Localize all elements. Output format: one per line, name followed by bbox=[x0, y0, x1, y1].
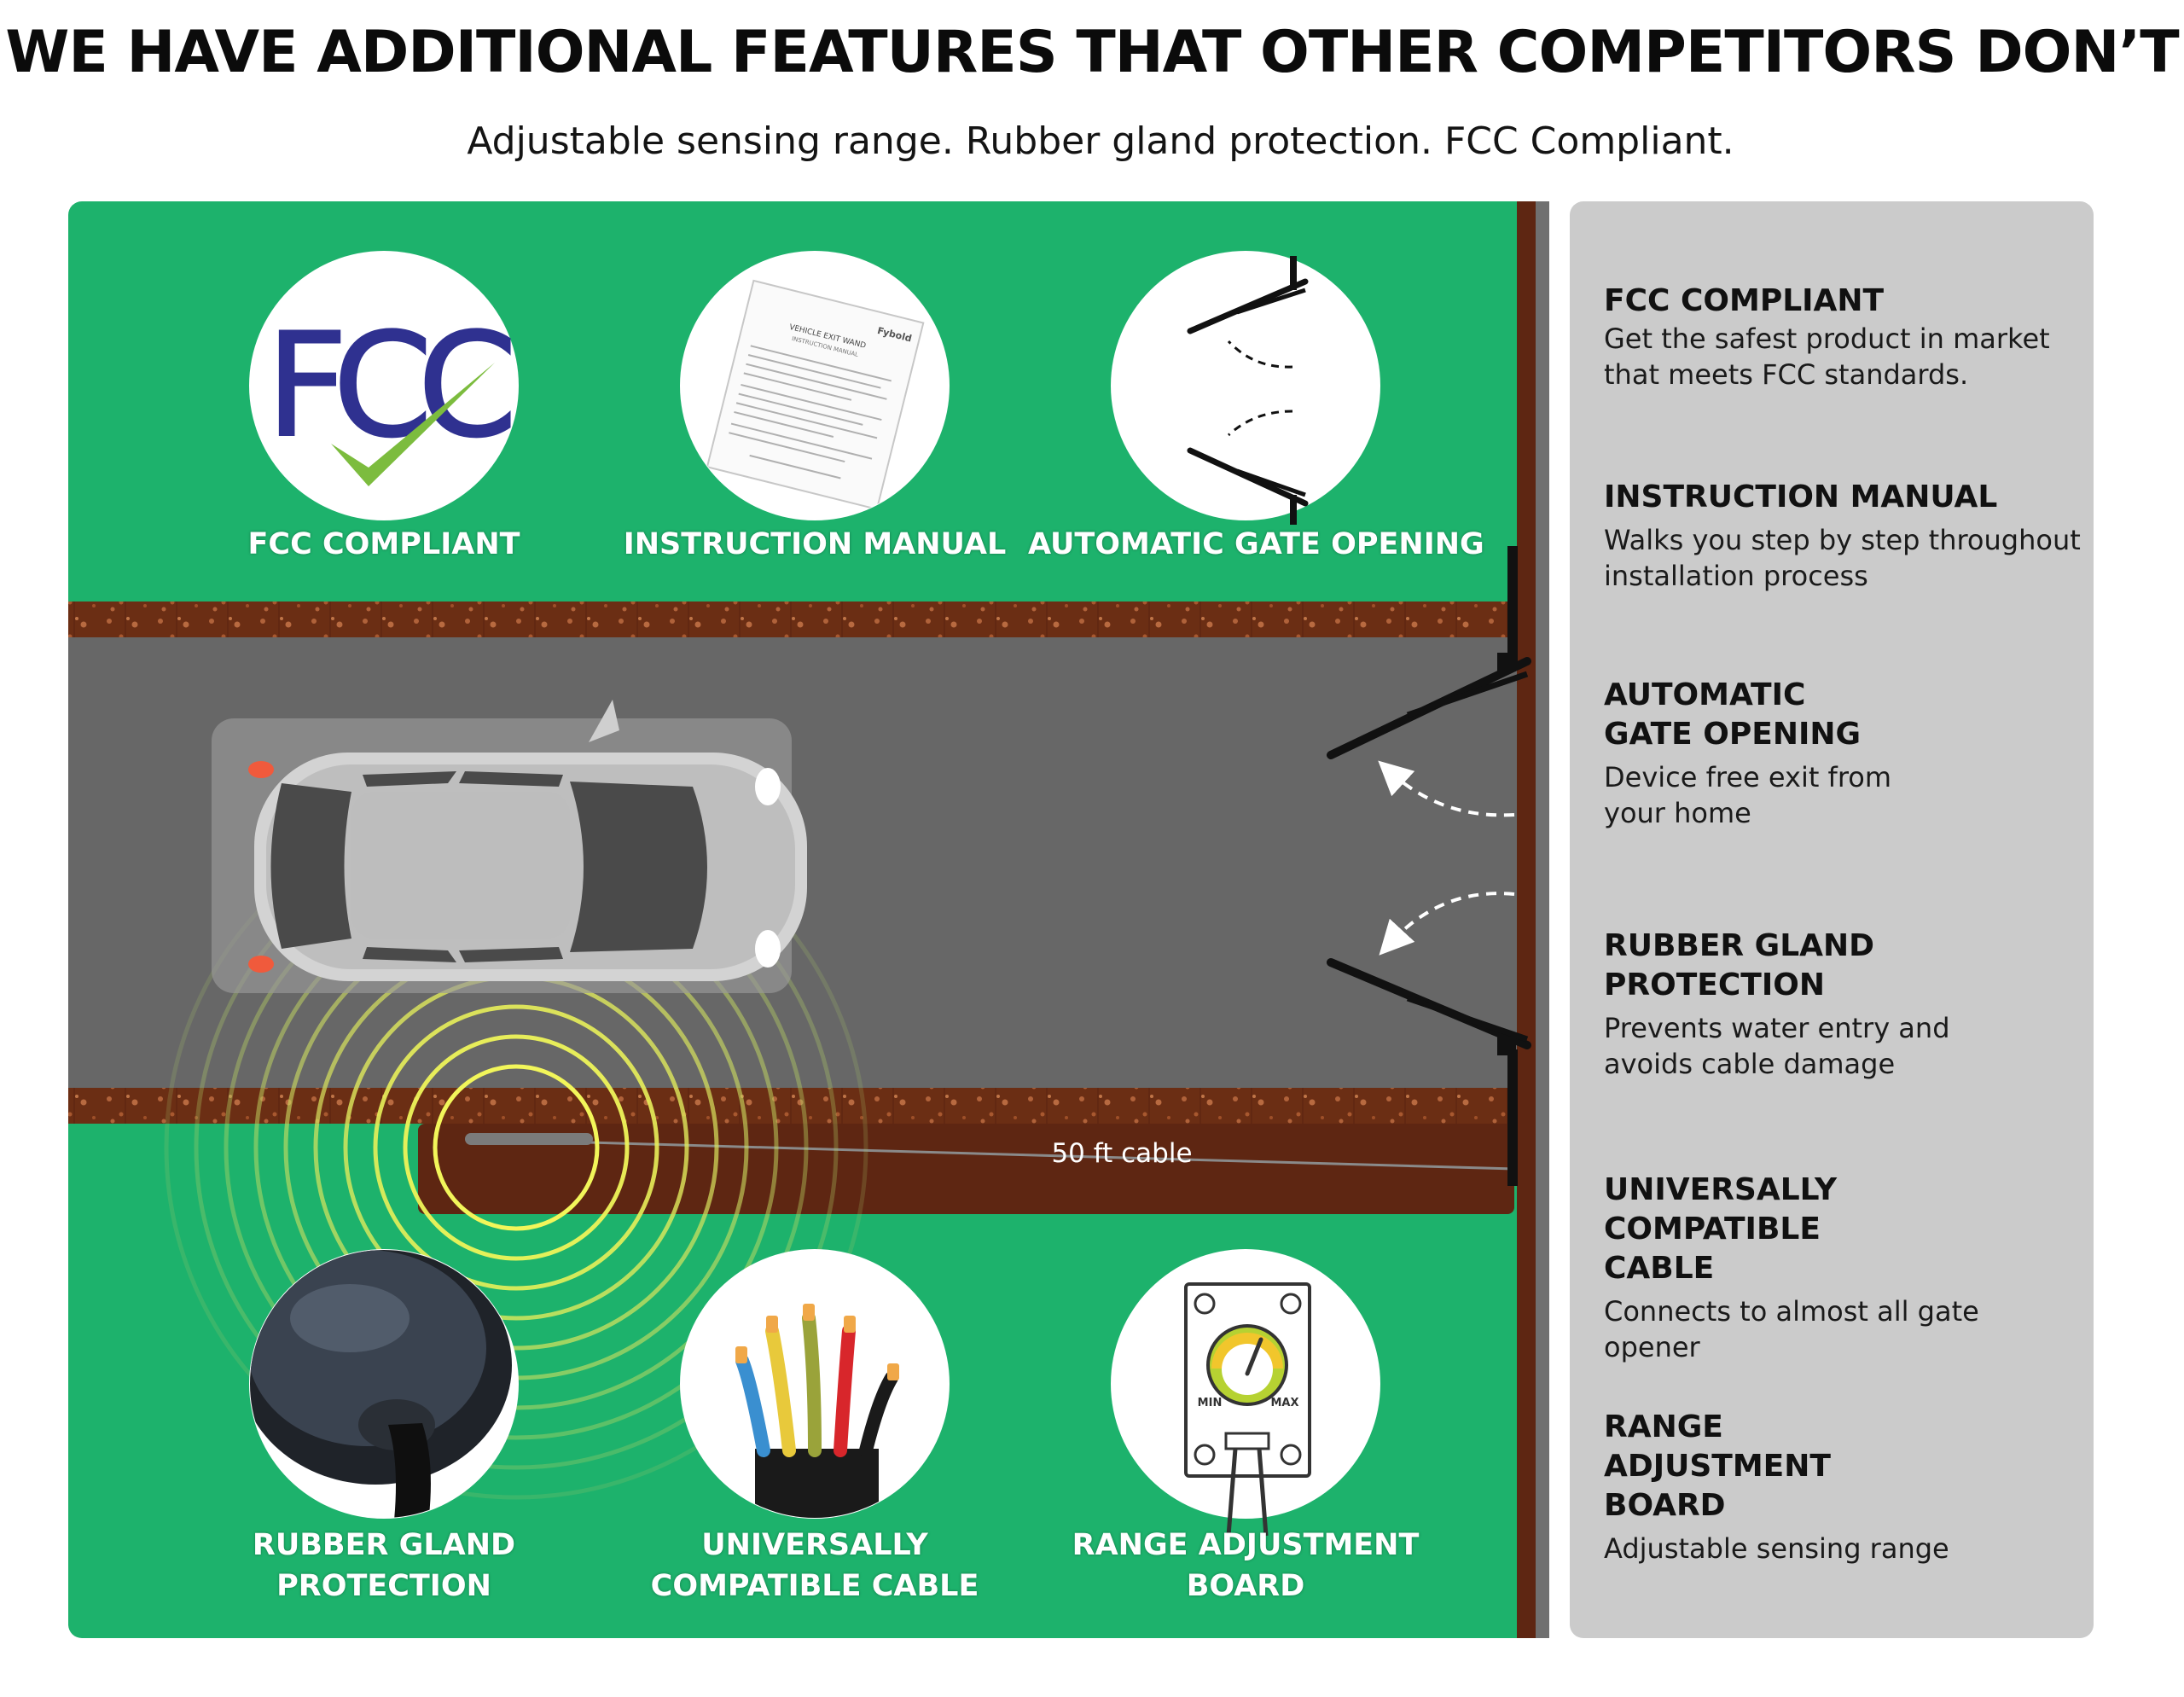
feature-board: RANGE ADJUSTMENT BOARD Adjustable sensin… bbox=[1604, 1408, 2090, 1566]
cable-label-line2: COMPATIBLE CABLE bbox=[650, 1569, 979, 1603]
feature-desc: Prevents water entry and avoids cable da… bbox=[1604, 1010, 2082, 1082]
gate-arm-top bbox=[1327, 653, 1531, 759]
fcc-circle bbox=[249, 251, 519, 520]
feature-desc: Walks you step by step throughout instal… bbox=[1604, 522, 2082, 594]
feature-title-line: GATE OPENING bbox=[1604, 717, 1862, 752]
feature-title-line: RANGE ADJUSTMENT bbox=[1604, 1409, 1831, 1484]
range-board-icon: MIN MAX bbox=[1184, 1282, 1311, 1537]
gate-post-top bbox=[1507, 546, 1518, 665]
feature-cable: UNIVERSALLY COMPATIBLE CABLE Connects to… bbox=[1604, 1171, 2090, 1365]
feature-title-line: UNIVERSALLY bbox=[1604, 1172, 1838, 1207]
feature-desc-line: Connects to almost all gate opener bbox=[1604, 1295, 1979, 1363]
feature-title: UNIVERSALLY COMPATIBLE CABLE bbox=[1604, 1171, 1928, 1288]
instruction-manual-icon: Fybold VEHICLE EXIT WAND INSTRUCTION MAN… bbox=[706, 279, 925, 511]
feature-manual: INSTRUCTION MANUAL Walks you step by ste… bbox=[1604, 478, 2090, 594]
gland-label-line1: RUBBER GLAND bbox=[252, 1528, 516, 1562]
sensor-wand bbox=[465, 1133, 593, 1145]
feature-desc-line: avoids cable damage bbox=[1604, 1048, 1896, 1080]
wires-icon bbox=[735, 1304, 899, 1518]
feature-title: RUBBER GLAND PROTECTION bbox=[1604, 927, 1928, 1005]
feature-desc-line: Adjustable sensing range bbox=[1604, 1532, 1949, 1565]
wall-cap bbox=[1536, 201, 1549, 1638]
feature-title-line: PROTECTION bbox=[1604, 968, 1825, 1003]
cable-length-label: 50 ft cable bbox=[1051, 1138, 1193, 1169]
feature-sidebar: FCC COMPLIANT Get the safest product in … bbox=[1570, 201, 2094, 1638]
board-min-label: MIN bbox=[1198, 1397, 1223, 1409]
feature-desc: Adjustable sensing range bbox=[1604, 1531, 2082, 1566]
feature-title-line: AUTOMATIC bbox=[1604, 677, 1806, 712]
feature-title-line: FCC COMPLIANT bbox=[1604, 283, 1885, 318]
cable-circle-label: UNIVERSALLY COMPATIBLE CABLE bbox=[627, 1525, 1002, 1607]
curb-top bbox=[68, 602, 1536, 637]
feature-desc: Get the safest product in market that me… bbox=[1604, 321, 2082, 392]
fcc-circle-label: FCC COMPLIANT bbox=[247, 527, 520, 561]
gate-arm-bottom bbox=[1327, 958, 1531, 1055]
feature-desc: Connects to almost all gate opener bbox=[1604, 1293, 2082, 1365]
feature-gland: RUBBER GLAND PROTECTION Prevents water e… bbox=[1604, 927, 2090, 1082]
gate-circle bbox=[1111, 251, 1380, 520]
gate-post-bottom bbox=[1507, 1049, 1518, 1186]
feature-desc-line: Prevents water entry and bbox=[1604, 1012, 1950, 1044]
feature-title: AUTOMATIC GATE OPENING bbox=[1604, 676, 1928, 754]
headline: WE HAVE ADDITIONAL FEATURES THAT OTHER C… bbox=[5, 19, 2179, 86]
feature-desc-line: Device free exit from bbox=[1604, 761, 1892, 793]
board-circle-label: RANGE ADJUSTMENT BOARD bbox=[1049, 1525, 1442, 1607]
car bbox=[212, 700, 807, 993]
cable-line bbox=[468, 1137, 1515, 1171]
feature-fcc: FCC COMPLIANT Get the safest product in … bbox=[1604, 282, 2090, 392]
feature-gate: AUTOMATIC GATE OPENING Device free exit … bbox=[1604, 676, 2090, 831]
gland-circle-label: RUBBER GLAND PROTECTION bbox=[230, 1525, 537, 1607]
gland-label-line2: PROTECTION bbox=[276, 1569, 491, 1603]
gate-arms-icon bbox=[1187, 256, 1309, 525]
feature-title: INSTRUCTION MANUAL bbox=[1604, 478, 2065, 517]
board-label-line2: BOARD bbox=[1186, 1569, 1305, 1603]
feature-desc-line: installation process bbox=[1604, 560, 1868, 592]
feature-title-line: COMPATIBLE CABLE bbox=[1604, 1212, 1821, 1286]
feature-title-line: RUBBER GLAND bbox=[1604, 928, 1875, 963]
feature-title-line: BOARD bbox=[1604, 1488, 1726, 1523]
manual-circle-label: INSTRUCTION MANUAL bbox=[623, 527, 1007, 561]
feature-title-line: INSTRUCTION MANUAL bbox=[1604, 479, 1998, 514]
feature-desc-line: Get the safest product in market bbox=[1604, 323, 2050, 355]
board-label-line1: RANGE ADJUSTMENT bbox=[1072, 1528, 1420, 1562]
board-max-label: MAX bbox=[1270, 1397, 1298, 1409]
feature-desc: Device free exit from your home bbox=[1604, 759, 2082, 831]
feature-desc-line: that meets FCC standards. bbox=[1604, 358, 1969, 391]
gate-circle-label: AUTOMATIC GATE OPENING bbox=[1028, 527, 1484, 561]
fcc-logo-check-icon: FCC bbox=[264, 301, 526, 486]
feature-desc-line: your home bbox=[1604, 797, 1751, 829]
rubber-gland-icon bbox=[250, 1250, 512, 1518]
feature-desc-line: Walks you step by step throughout bbox=[1604, 524, 2081, 556]
feature-title: FCC COMPLIANT bbox=[1604, 282, 1928, 321]
feature-title: RANGE ADJUSTMENT BOARD bbox=[1604, 1408, 1928, 1526]
subheadline: Adjustable sensing range. Rubber gland p… bbox=[467, 119, 1734, 163]
fcc-logo-text: FCC bbox=[265, 302, 510, 469]
cable-label-line1: UNIVERSALLY bbox=[701, 1528, 928, 1562]
curb-bottom bbox=[68, 1088, 1536, 1124]
